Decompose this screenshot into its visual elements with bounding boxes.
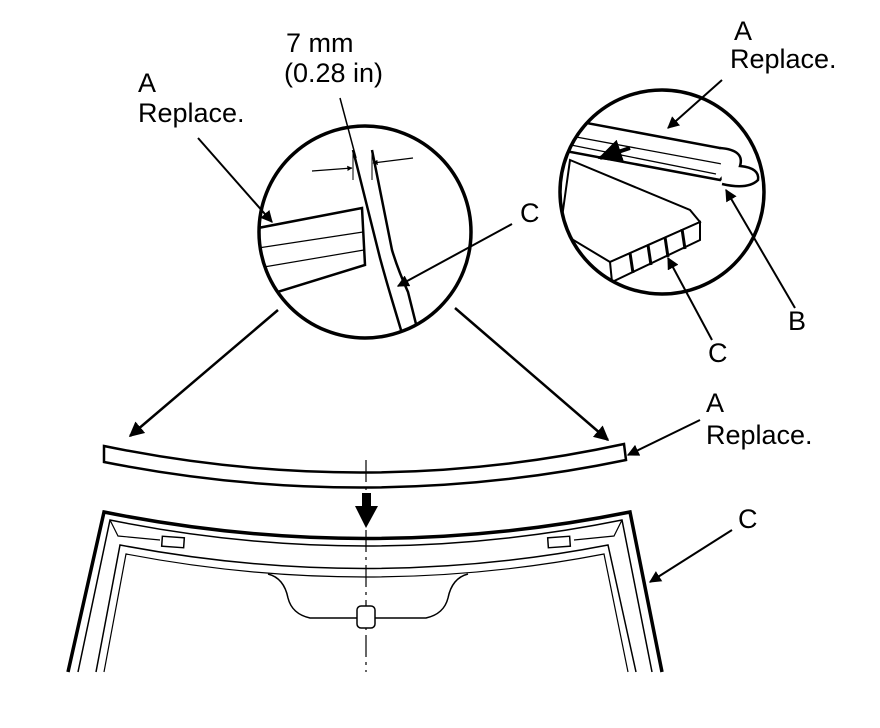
right-leader-c xyxy=(667,256,713,341)
windshield-label-c: C xyxy=(738,504,758,534)
right-callout-replace: Replace. xyxy=(730,44,837,74)
right-detail-contents xyxy=(560,116,737,284)
right-leader-a xyxy=(667,79,723,129)
molding-callout-replace: Replace. xyxy=(706,420,813,450)
dimension-arrow-left xyxy=(311,165,353,172)
windshield-glass xyxy=(66,509,664,673)
right-detail-circle xyxy=(558,79,796,341)
detail-arrow-right-end xyxy=(454,307,610,441)
left-callout-a: A xyxy=(138,68,156,98)
left-label-c: C xyxy=(520,198,540,228)
right-leader-b xyxy=(725,188,796,309)
left-detail-contents xyxy=(259,149,422,338)
molding-callout-a: A xyxy=(706,388,724,418)
left-leader-a xyxy=(197,137,273,223)
windshield-leader-c xyxy=(648,529,733,583)
dimension-leader xyxy=(339,97,357,159)
left-circle-outline xyxy=(257,124,473,340)
molding-hook-end xyxy=(719,146,760,188)
left-detail-circle xyxy=(197,97,513,340)
right-label-c: C xyxy=(708,338,728,368)
right-label-b: B xyxy=(788,306,806,336)
dimension-mm-label: 7 mm xyxy=(286,28,354,58)
right-callout-a: A xyxy=(734,16,752,46)
right-circle-outline xyxy=(558,88,766,296)
left-leader-c xyxy=(396,223,513,287)
detail-arrow-left-end xyxy=(128,309,279,437)
molding-leader-a xyxy=(626,419,701,456)
left-callout-replace: Replace. xyxy=(138,98,245,128)
dimension-in-label: (0.28 in) xyxy=(284,58,383,88)
install-arrow xyxy=(355,493,378,528)
roof-molding xyxy=(102,442,628,489)
dimension-arrow-right xyxy=(372,157,414,165)
